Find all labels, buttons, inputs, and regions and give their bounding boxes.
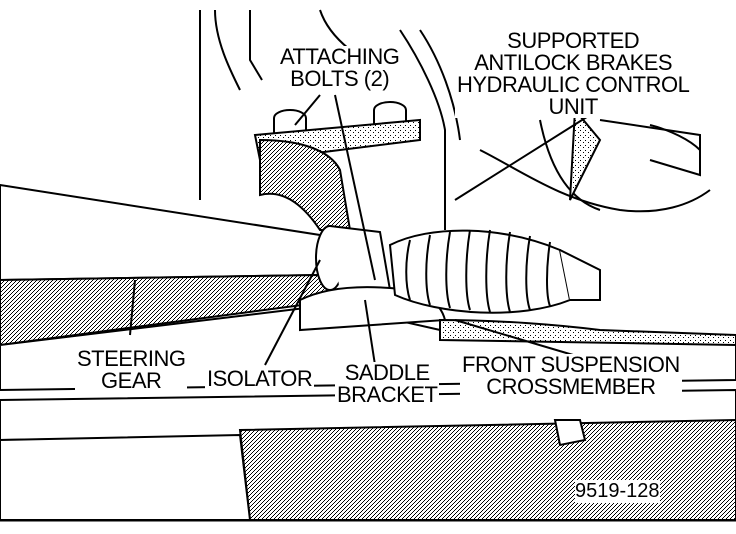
label-steering-gear: STEERING GEAR: [75, 346, 188, 393]
label-attaching-bolts-line2: BOLTS (2): [290, 66, 390, 91]
label-isolator-text: ISOLATOR: [207, 366, 313, 391]
label-saddle-bracket-line2: BRACKET: [337, 382, 438, 407]
hcu-housing: [199, 9, 711, 230]
figure-id: 9519-128: [575, 480, 660, 503]
isolator: [315, 225, 392, 293]
label-steering-gear-line2: GEAR: [101, 368, 162, 393]
label-hcu-line1: SUPPORTED: [507, 28, 640, 53]
label-hcu-line3: HYDRAULIC CONTROL: [457, 72, 690, 97]
label-saddle-bracket-line1: SADDLE: [344, 360, 431, 385]
leader-lines: [129, 94, 591, 366]
label-hcu: SUPPORTED ANTILOCK BRAKES HYDRAULIC CONT…: [455, 28, 692, 119]
label-hcu-line4: UNIT: [548, 94, 598, 119]
label-steering-gear-line1: STEERING: [77, 346, 186, 371]
mounting-block: [259, 138, 352, 231]
label-crossmember-line2: CROSSMEMBER: [486, 374, 656, 399]
label-attaching-bolts: ATTACHING BOLTS (2): [278, 44, 402, 91]
steering-boot: [388, 229, 601, 314]
label-hcu-line2: ANTILOCK BRAKES: [474, 50, 673, 75]
label-crossmember-line1: FRONT SUSPENSION: [462, 352, 680, 377]
label-saddle-bracket: SADDLE BRACKET: [335, 360, 440, 407]
front-suspension-crossmember: [0, 318, 736, 521]
label-isolator: ISOLATOR: [205, 366, 315, 391]
label-crossmember: FRONT SUSPENSION CROSSMEMBER: [460, 354, 682, 398]
label-attaching-bolts-line1: ATTACHING: [280, 44, 400, 69]
